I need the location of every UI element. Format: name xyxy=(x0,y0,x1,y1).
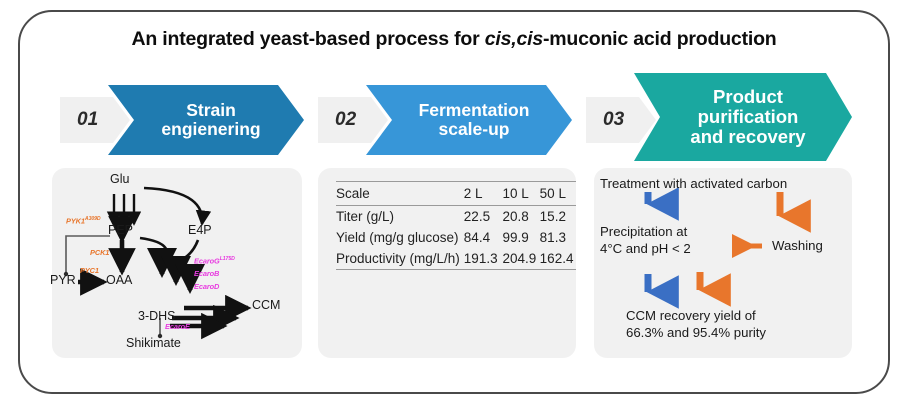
step-banner-01-label: Strain engienering xyxy=(151,101,260,139)
step-number-02: 02 xyxy=(335,109,357,130)
row-label-productivity: Productivity (mg/L/h) xyxy=(336,248,464,270)
pyk1-feedback-dot xyxy=(63,271,69,277)
pathway-diagram xyxy=(63,186,252,340)
productivity-50l: 162.4 xyxy=(539,248,576,270)
arrow-glu-to-e4p xyxy=(143,186,212,227)
row-label-yield: Yield (mg/g glucose) xyxy=(336,230,459,245)
table-header-50l: 50 L xyxy=(539,181,576,206)
arrow-condensation-to-dhs xyxy=(147,248,205,295)
yield-2l: 84.4 xyxy=(463,230,491,245)
precipitation-line1: Precipitation at xyxy=(600,224,688,239)
step-banner-03[interactable]: Product purification and recovery xyxy=(634,73,852,161)
gene-pck1-name: PCK1 xyxy=(90,248,110,257)
panel-strain-engineering: Glu PEP E4P PYR OAA 3-DHS CCM Shikimate … xyxy=(50,168,302,358)
title-part1: An integrated yeast-based process for xyxy=(131,28,485,50)
metabolite-ccm: CCM xyxy=(252,298,281,312)
gene-pyk1-sup: A309D xyxy=(84,216,101,222)
metabolite-glu: Glu xyxy=(110,172,130,186)
yield-line1: CCM recovery yield of xyxy=(626,308,756,323)
title-italic: cis,cis xyxy=(484,28,543,50)
gene-ecarob-name: EcaroB xyxy=(194,269,220,278)
gene-pyk1: PYK1A309D xyxy=(66,216,101,225)
gene-ecarog-sup: L175D xyxy=(219,256,235,262)
metabolite-dhs: 3-DHS xyxy=(138,309,176,323)
scaleup-results-table: Scale 2 L 10 L 50 L Titer (g/L) 22.5 20.… xyxy=(336,181,576,270)
step-02-line2: scale-up xyxy=(438,119,510,139)
gene-ecaroe-name: EcaroE xyxy=(165,322,190,331)
titer-50l: 15.2 xyxy=(539,209,566,224)
precipitation-line2: 4°C and pH < 2 xyxy=(600,240,691,256)
table-header-10l: 10 L xyxy=(502,181,540,206)
step-03-line3: and recovery xyxy=(690,125,806,147)
gene-ecarog: EcaroGL175D xyxy=(194,256,235,265)
recovery-flow-arrows xyxy=(644,187,811,309)
recovery-step-treatment: Treatment with activated carbon xyxy=(600,176,788,191)
arrow-dhs-to-ccm xyxy=(170,294,252,340)
step-number-box-01: 01 xyxy=(60,97,130,143)
gene-pyc1: PYC1 xyxy=(80,266,99,275)
gene-ecarod-name: EcaroD xyxy=(194,282,220,291)
panel-fermentation-scaleup: Scale 2 L 10 L 50 L Titer (g/L) 22.5 20.… xyxy=(318,168,576,358)
table-row: Titer (g/L) 22.5 20.8 15.2 xyxy=(336,206,576,228)
gene-pyk1-name: PYK1 xyxy=(66,216,85,226)
yield-10l: 99.9 xyxy=(502,230,529,245)
table-header-row: Scale 2 L 10 L 50 L xyxy=(336,181,576,206)
arrow-pyk1-feedback xyxy=(65,235,110,272)
step-number-01: 01 xyxy=(77,109,99,130)
metabolite-oaa: OAA xyxy=(106,273,133,287)
arrow-glu-to-pep xyxy=(106,194,142,226)
step-03-line1: Product xyxy=(713,86,783,108)
table-row: Yield (mg/g glucose) 84.4 99.9 81.3 xyxy=(336,227,576,248)
recovery-step-washing: Washing xyxy=(772,238,823,253)
table-row: Productivity (mg/L/h) 191.3 204.9 162.4 xyxy=(336,248,576,270)
title-part2: -muconic acid production xyxy=(542,28,777,50)
recovery-step-yield: CCM recovery yield of 66.3% and 95.4% pu… xyxy=(626,308,766,341)
metabolite-shikimate: Shikimate xyxy=(126,336,181,350)
step-number-box-03: 03 xyxy=(586,97,656,143)
step-02-line1: Fermentation xyxy=(418,100,530,121)
gene-pyc1-name: PYC1 xyxy=(80,266,99,275)
step-number-box-02: 02 xyxy=(318,97,388,143)
step-01-line1: Strain xyxy=(186,100,236,121)
row-label-titer: Titer (g/L) xyxy=(336,209,395,224)
gene-ecarog-name: EcaroG xyxy=(194,256,220,266)
titer-10l: 20.8 xyxy=(502,209,529,224)
gene-ecarob: EcaroB xyxy=(194,269,219,278)
step-01-line2: engienering xyxy=(161,119,261,139)
yield-50l: 81.3 xyxy=(539,230,566,245)
shikimate-dot xyxy=(157,333,163,339)
step-03-line2: purification xyxy=(697,106,799,128)
metabolite-pyr: PYR xyxy=(50,273,76,287)
table-header-2l: 2 L xyxy=(463,181,503,206)
step-banner-02[interactable]: Fermentation scale-up xyxy=(366,85,572,155)
gene-ecaroe: EcaroE xyxy=(165,322,190,331)
metabolite-e4p: E4P xyxy=(188,223,212,237)
step-banner-01[interactable]: Strain engienering xyxy=(108,85,304,155)
step-number-03: 03 xyxy=(603,109,625,130)
productivity-10l: 204.9 xyxy=(502,248,540,270)
recovery-step-precipitation: Precipitation at 4°C and pH < 2 xyxy=(600,224,691,257)
panel-product-recovery: Treatment with activated carbon Precipit… xyxy=(594,168,852,358)
table-header-scale: Scale xyxy=(336,181,464,206)
yield-line2: 66.3% and 95.4% purity xyxy=(626,324,767,340)
gene-ecarod: EcaroD xyxy=(194,282,219,291)
gene-pck1: PCK1 xyxy=(90,248,109,257)
metabolite-pep: PEP xyxy=(108,223,134,237)
page-title: An integrated yeast-based process for ci… xyxy=(0,28,908,51)
step-banner-03-label: Product purification and recovery xyxy=(680,87,805,147)
productivity-2l: 191.3 xyxy=(463,248,503,270)
step-banner-02-label: Fermentation scale-up xyxy=(409,101,530,139)
titer-2l: 22.5 xyxy=(463,209,491,224)
